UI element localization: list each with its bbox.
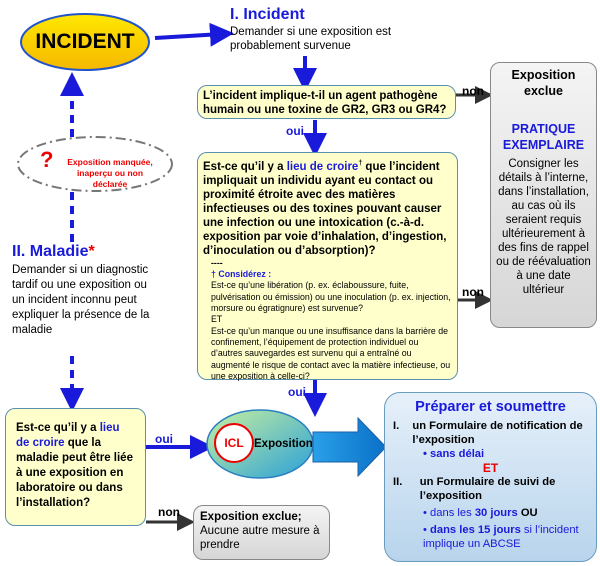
excluded2-box: Exposition exclue; Aucune autre mesure à… bbox=[193, 505, 330, 560]
q2-sep: ---- bbox=[211, 257, 223, 268]
q3-pre: Est-ce qu’il y a bbox=[16, 422, 100, 434]
item2-num: II. bbox=[393, 476, 403, 488]
excluded-text: Consigner les détails à l’interne, dans … bbox=[496, 158, 591, 296]
section2-title-text: II. Maladie bbox=[12, 243, 89, 260]
submit-title: Préparer et soumettre bbox=[415, 399, 566, 415]
section2-title: II. Maladie* bbox=[12, 243, 95, 261]
question-disease: Est-ce qu’il y a lieu de croire que la m… bbox=[5, 408, 146, 526]
label-oui-3: oui bbox=[155, 432, 173, 446]
item1-text: un Formulaire de notification de l’expos… bbox=[412, 420, 583, 446]
excluded-box: Exposition exclue PRATIQUE EXEMPLAIRE Co… bbox=[490, 62, 597, 328]
section2-star: * bbox=[88, 243, 95, 260]
bullet1-b: 30 jours bbox=[474, 507, 518, 519]
submit-box: Préparer et soumettre I. un Formulaire de… bbox=[384, 392, 597, 562]
missed-text: Exposition manquée, inaperçu ou non décl… bbox=[67, 157, 153, 189]
q2-pre: Est-ce qu’il y a bbox=[203, 160, 287, 173]
label-oui-1: oui bbox=[286, 124, 304, 138]
label-non-1: non bbox=[462, 84, 484, 98]
bullet2-a: dans les 15 jours bbox=[430, 524, 521, 536]
icl-label: ICL bbox=[224, 436, 244, 450]
section2-text: Demander si un diagnostic tardif ou une … bbox=[12, 264, 150, 336]
incident-ellipse bbox=[20, 13, 150, 71]
incident-label: INCIDENT bbox=[35, 30, 135, 53]
q2-c2: Est-ce qu’un manque ou une insuffisance … bbox=[211, 325, 451, 381]
bullet1-c: OU bbox=[517, 507, 538, 519]
section1-text: Demander si une exposition est probablem… bbox=[230, 26, 392, 52]
bullet2-b: si l’incident implique un ABCSE bbox=[423, 524, 579, 550]
submit-et: ET bbox=[482, 461, 499, 475]
q2-link: lieu de croire bbox=[286, 160, 359, 173]
q2-post: que l’incident impliquait un individu ay… bbox=[203, 160, 447, 257]
excluded-title: Exposition exclue bbox=[511, 68, 576, 98]
question-mark-icon: ? bbox=[40, 147, 54, 172]
item1-num: I. bbox=[393, 420, 400, 432]
section1-title: I. Incident bbox=[230, 6, 305, 23]
label-non-2: non bbox=[462, 285, 484, 299]
icl-circle bbox=[214, 423, 254, 463]
q3-link: lieu de croire bbox=[16, 422, 120, 449]
exposure-label: Exposition bbox=[254, 438, 313, 450]
big-arrow bbox=[312, 416, 387, 478]
q2-dagger: † bbox=[358, 160, 363, 167]
question-pathogen: L’incident implique-t-il un agent pathog… bbox=[197, 85, 456, 119]
item1-bullet: sans délai bbox=[430, 448, 485, 460]
best-practice: PRATIQUE EXEMPLAIRE bbox=[502, 122, 585, 152]
question-contact: Est-ce qu’il y a lieu de croire† que l’i… bbox=[197, 152, 458, 381]
bullet1-a: dans les bbox=[430, 507, 475, 519]
item2-text: un Formulaire de suivi de l’exposition bbox=[419, 476, 556, 502]
q1-text: L’incident implique-t-il un agent pathog… bbox=[203, 90, 447, 116]
missed-ellipse bbox=[17, 136, 173, 192]
q2-consider: † Considérez : bbox=[211, 269, 272, 280]
excluded2-title: Exposition exclue; bbox=[200, 511, 302, 523]
q2-et: ET bbox=[211, 314, 223, 325]
label-oui-2: oui bbox=[288, 385, 306, 399]
excluded2-text: Aucune autre mesure à prendre bbox=[200, 525, 320, 551]
q2-c1: Est-ce qu’une libération (p. ex. éclabou… bbox=[211, 280, 451, 314]
label-non-3: non bbox=[158, 505, 180, 519]
q3-post: que la maladie peut être liée à une expo… bbox=[16, 437, 133, 509]
